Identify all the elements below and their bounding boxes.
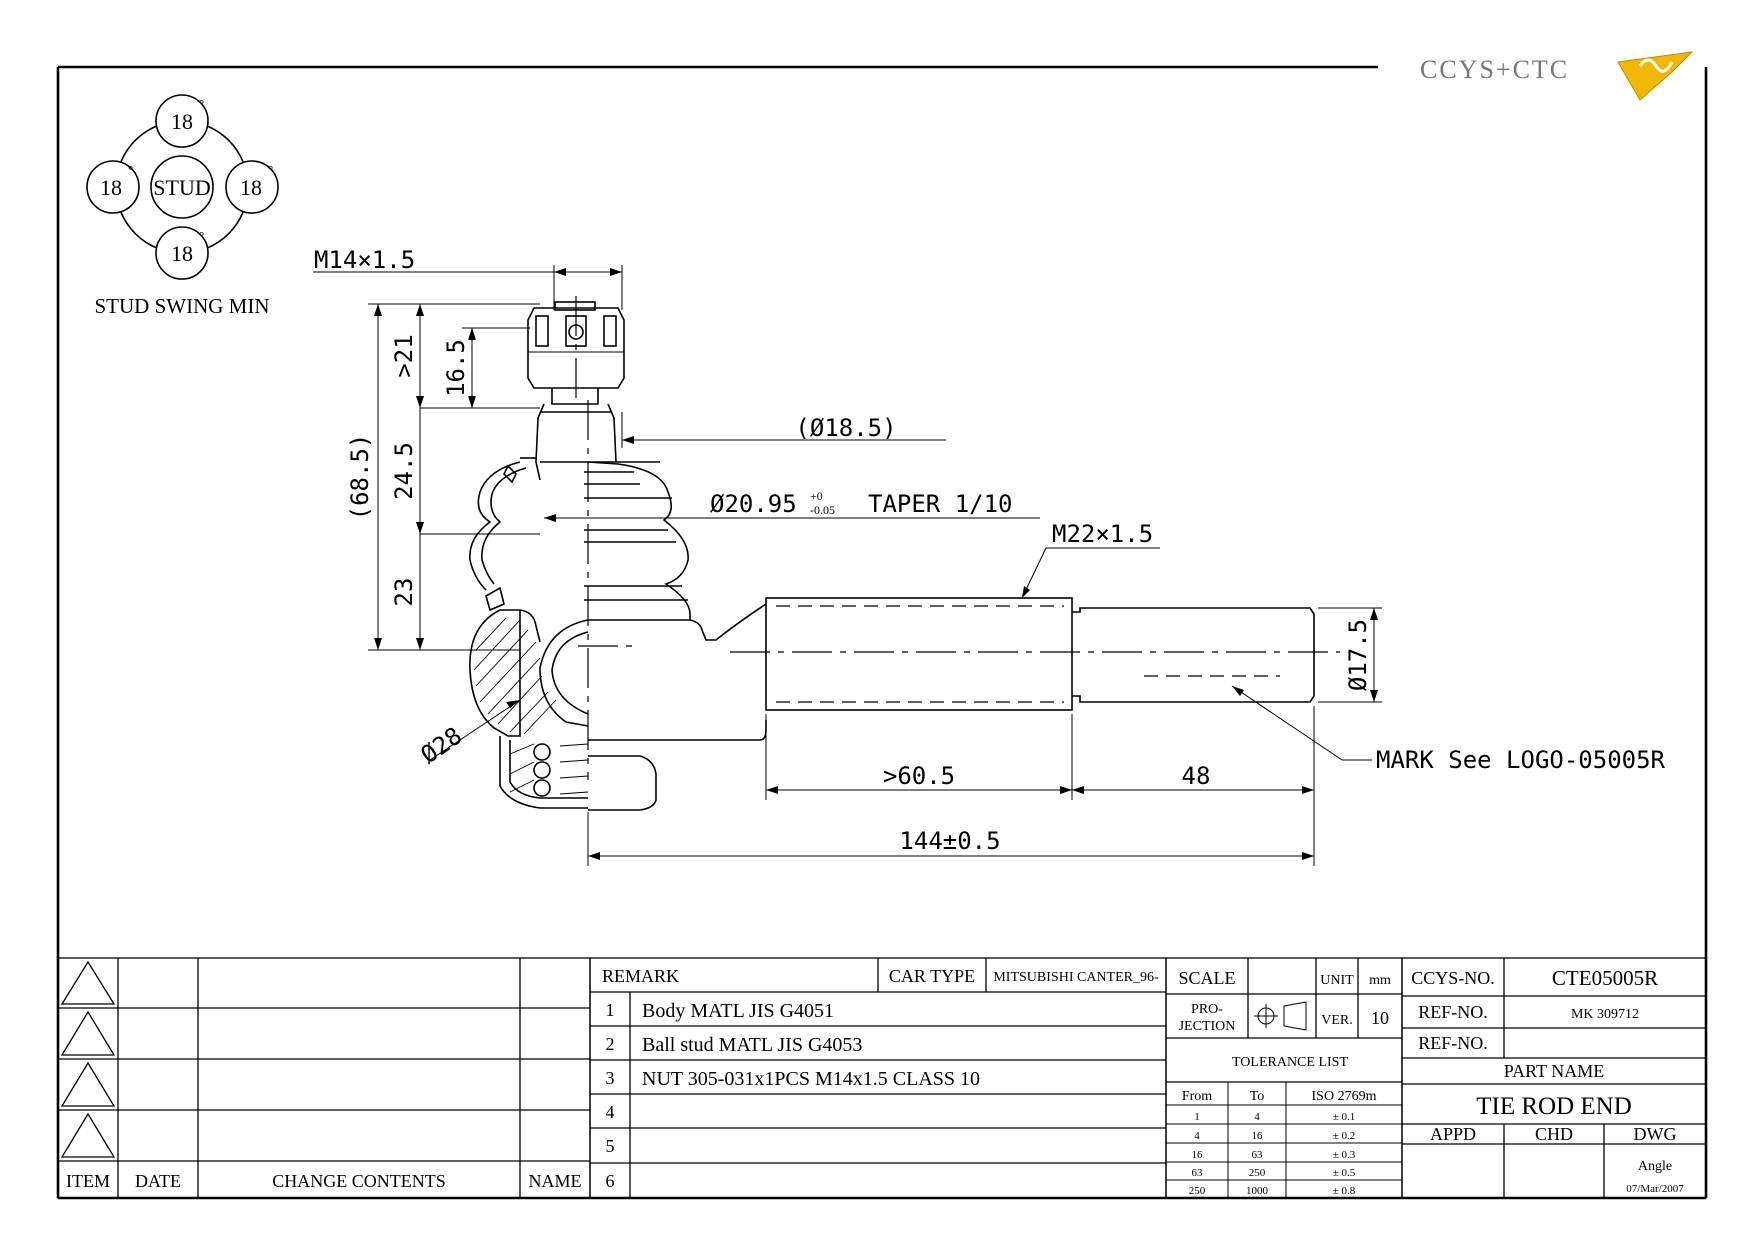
dim-height-24-5: 24.5 bbox=[390, 442, 418, 500]
threaded-shank bbox=[730, 597, 1340, 711]
remark-table: REMARK CAR TYPE MITSUBISHI CANTER_96- 1 … bbox=[589, 957, 1167, 1199]
dwg-value: Angle bbox=[1638, 1159, 1672, 1174]
dim-taper-ratio: TAPER 1/10 bbox=[868, 490, 1013, 518]
stud-swing-caption: STUD SWING MIN bbox=[95, 294, 270, 318]
remark-text: Body MATL JIS G4051 bbox=[642, 1000, 834, 1022]
remark-no: 4 bbox=[606, 1102, 615, 1122]
ccys-no-label: CCYS-NO. bbox=[1411, 968, 1495, 988]
drawing-date: 07/Mar/2007 bbox=[1626, 1183, 1684, 1195]
first-angle-projection-icon bbox=[1254, 1001, 1307, 1031]
tol-value: ± 0.1 bbox=[1333, 1111, 1356, 1123]
ball-stud-and-boot bbox=[469, 400, 691, 780]
tol-col-to: To bbox=[1250, 1089, 1265, 1104]
ref-no-label: REF-NO. bbox=[1418, 1002, 1488, 1022]
scale-label: SCALE bbox=[1178, 968, 1235, 988]
dim-length-total: 144±0.5 bbox=[899, 827, 1000, 855]
svg-text:°: ° bbox=[199, 96, 204, 111]
ver-value: 10 bbox=[1371, 1008, 1389, 1028]
tol-to: 4 bbox=[1254, 1111, 1260, 1123]
dim-dia-18-5: (Ø18.5) bbox=[795, 414, 896, 442]
svg-text:°: ° bbox=[268, 162, 273, 177]
tol-value: ± 0.3 bbox=[1333, 1149, 1356, 1161]
dim-length-60-5: >60.5 bbox=[883, 762, 955, 790]
tie-rod-end-drawing bbox=[469, 296, 1340, 811]
car-type-value: MITSUBISHI CANTER_96- bbox=[993, 970, 1159, 985]
company-logo: CCYS+CTC bbox=[1420, 51, 1694, 101]
remark-no: 1 bbox=[606, 1000, 615, 1020]
dim-dia-17-5: Ø17.5 bbox=[1344, 619, 1372, 691]
dim-length-48: 48 bbox=[1182, 762, 1211, 790]
ref-no-value: MK 309712 bbox=[1571, 1007, 1639, 1022]
unit-label: UNIT bbox=[1320, 973, 1354, 988]
remark-no: 2 bbox=[606, 1034, 615, 1054]
mark-note: MARK See LOGO-05005R bbox=[1376, 746, 1666, 774]
remark-no: 6 bbox=[606, 1171, 615, 1191]
col-name: NAME bbox=[529, 1171, 582, 1191]
tol-to: 1000 bbox=[1246, 1185, 1269, 1197]
appd-label: APPD bbox=[1430, 1124, 1476, 1144]
remark-text: Ball stud MATL JIS G4053 bbox=[642, 1034, 862, 1056]
svg-text:°: ° bbox=[128, 162, 133, 177]
tol-col-from: From bbox=[1182, 1089, 1212, 1104]
tol-value: ± 0.5 bbox=[1333, 1167, 1356, 1179]
dim-taper-dia: Ø20.95 bbox=[710, 490, 797, 518]
dim-stud-thread: M14×1.5 bbox=[314, 246, 415, 274]
tolerance-title: TOLERANCE LIST bbox=[1232, 1055, 1348, 1070]
dwg-label: DWG bbox=[1634, 1124, 1677, 1144]
unit-value: mm bbox=[1369, 973, 1391, 988]
housing-section bbox=[469, 603, 767, 811]
logo-mark-icon bbox=[1617, 51, 1694, 101]
tol-value: ± 0.2 bbox=[1333, 1130, 1356, 1142]
revision-table: ITEM DATE CHANGE CONTENTS NAME bbox=[57, 957, 591, 1199]
swing-angle-right: 18 bbox=[240, 175, 262, 200]
tol-from: 16 bbox=[1192, 1149, 1204, 1161]
castle-nut bbox=[527, 296, 625, 405]
dim-taper-tol-lower: -0.05 bbox=[810, 503, 835, 517]
dim-overall-height: (68.5) bbox=[346, 434, 374, 521]
part-id-block: CCYS-NO. CTE05005R REF-NO. MK 309712 REF… bbox=[1401, 957, 1707, 1199]
ref-no-label-2: REF-NO. bbox=[1418, 1033, 1488, 1053]
scale-tolerance-block: SCALE UNIT mm PRO- JECTION VER. 10 TOLER… bbox=[1165, 957, 1403, 1199]
projection-label-2: JECTION bbox=[1179, 1019, 1236, 1034]
swing-angle-bottom: 18 bbox=[171, 241, 193, 266]
projection-label: PRO- bbox=[1191, 1002, 1223, 1017]
swing-angle-left: 18 bbox=[100, 175, 122, 200]
logo-text: CCYS+CTC bbox=[1420, 55, 1569, 84]
tol-from: 4 bbox=[1194, 1130, 1200, 1142]
stud-swing-diagram: STUD 18 ° 18 ° 18 ° 18 ° STUD SWING MIN bbox=[86, 94, 279, 318]
col-item: ITEM bbox=[66, 1171, 110, 1191]
dim-dia-28: Ø28 bbox=[416, 722, 468, 770]
dim-shank-thread: M22×1.5 bbox=[1052, 520, 1153, 548]
remark-text: NUT 305-031x1PCS M14x1.5 CLASS 10 bbox=[642, 1068, 980, 1090]
chd-label: CHD bbox=[1535, 1124, 1573, 1144]
dimension-annotations: M14×1.5 (68.5) >21 16.5 24.5 23 (Ø18.5) bbox=[313, 246, 1666, 866]
tol-to: 16 bbox=[1252, 1130, 1264, 1142]
dim-height-23: 23 bbox=[390, 578, 418, 607]
tol-from: 63 bbox=[1192, 1167, 1204, 1179]
dim-height-16-5: 16.5 bbox=[442, 339, 470, 397]
tol-to: 63 bbox=[1252, 1149, 1264, 1161]
tol-from: 250 bbox=[1189, 1185, 1206, 1197]
part-name-value: TIE ROD END bbox=[1476, 1093, 1632, 1120]
part-name-label: PART NAME bbox=[1504, 1061, 1604, 1081]
remark-header: REMARK bbox=[602, 966, 679, 986]
swing-angle-top: 18 bbox=[171, 109, 193, 134]
tol-from: 1 bbox=[1194, 1111, 1200, 1123]
tol-col-iso: ISO 2769m bbox=[1312, 1089, 1377, 1104]
remark-no: 3 bbox=[606, 1068, 615, 1088]
car-type-label: CAR TYPE bbox=[889, 966, 975, 986]
svg-text:°: ° bbox=[199, 228, 204, 243]
ccys-no-value: CTE05005R bbox=[1552, 966, 1658, 990]
tol-value: ± 0.8 bbox=[1333, 1185, 1356, 1197]
revision-triangle-icon bbox=[60, 960, 116, 1158]
col-change-contents: CHANGE CONTENTS bbox=[272, 1171, 446, 1191]
tol-to: 250 bbox=[1249, 1167, 1266, 1179]
col-date: DATE bbox=[135, 1171, 181, 1191]
dim-height-21: >21 bbox=[390, 334, 418, 377]
ver-label: VER. bbox=[1321, 1013, 1353, 1028]
dim-taper-tol-upper: +0 bbox=[810, 489, 823, 503]
stud-label: STUD bbox=[153, 175, 210, 200]
remark-no: 5 bbox=[606, 1136, 615, 1156]
